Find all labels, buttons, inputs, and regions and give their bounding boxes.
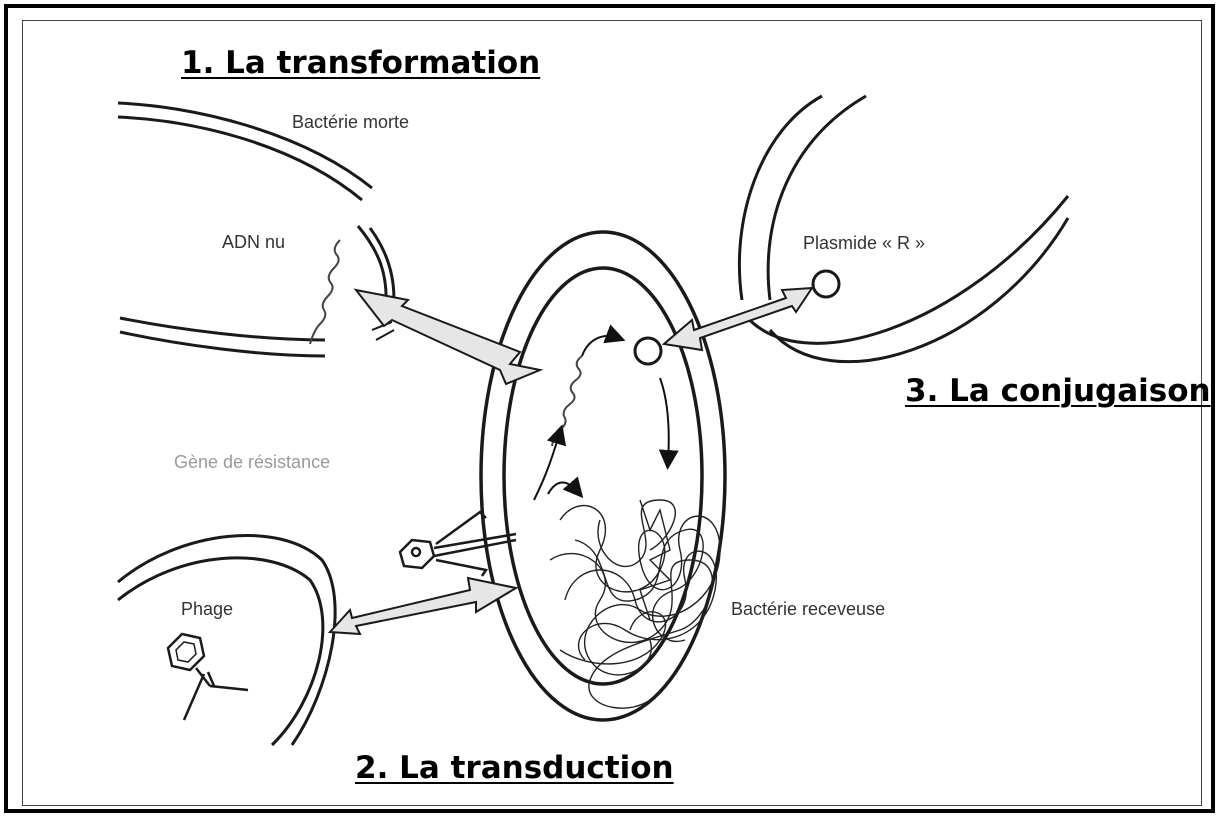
title-transduction: 2. La transduction: [355, 753, 674, 784]
transduction-arrow: [330, 578, 516, 634]
label-bacterie-morte: Bactérie morte: [292, 113, 409, 131]
phage-attached-icon: [400, 512, 516, 576]
label-gene-resistance: Gène de résistance: [174, 453, 330, 471]
label-plasmide: Plasmide « R »: [803, 234, 925, 252]
phage-host-bacterium: [118, 535, 335, 745]
label-bacterie-receveuse: Bactérie receveuse: [731, 600, 885, 618]
phage-icon: [168, 634, 248, 720]
transfer-arrows: [330, 288, 812, 634]
receiving-bacterium: [481, 232, 725, 720]
label-adn-nu: ADN nu: [222, 233, 285, 251]
donor-bacterium: [739, 96, 1068, 362]
label-phage: Phage: [181, 600, 233, 618]
plasmid-receiver-icon: [635, 338, 661, 364]
internal-arrows: [534, 336, 669, 500]
transformation-arrow: [356, 290, 540, 384]
dead-bacterium: [118, 103, 394, 356]
title-transformation: 1. La transformation: [181, 48, 540, 79]
plasmid-donor-icon: [813, 271, 839, 297]
title-conjugaison: 3. La conjugaison: [905, 376, 1211, 407]
naked-dna: [310, 240, 340, 344]
dna-fragment: [552, 356, 582, 446]
